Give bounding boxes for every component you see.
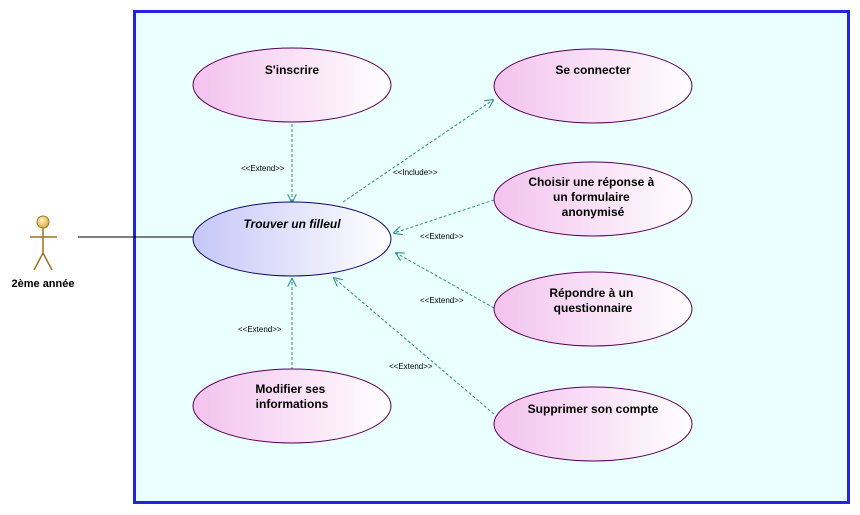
extend-repondre-line xyxy=(396,253,495,309)
usecase-label: Répondre à un xyxy=(549,286,633,300)
usecase-label: questionnaire xyxy=(554,301,633,315)
usecase-supprimer-compte[interactable]: Supprimer son compte xyxy=(493,386,693,462)
actor-label: 2ème année xyxy=(12,278,75,290)
svg-text:Modifier ses information: Modifier ses informations xyxy=(255,382,328,411)
extend-repondre-label: <<Extend>> xyxy=(420,296,464,305)
usecase-connecter[interactable]: Se connecter xyxy=(493,48,693,124)
usecase-label: S'inscrire xyxy=(265,63,320,77)
usecase-label: Modifier ses xyxy=(255,382,325,396)
svg-text:Choisir une réponse à un: Choisir une réponse à un formulaire anon… xyxy=(528,175,657,219)
usecase-label: anonymisé xyxy=(562,205,625,219)
extend-choisir-label: <<Extend>> xyxy=(420,232,464,241)
usecase-label: Se connecter xyxy=(555,63,631,77)
usecase-label: Supprimer son compte xyxy=(528,402,659,416)
svg-text:Trouver un filleul: Trouver un filleul xyxy=(243,217,341,231)
svg-text:S'inscrire: S'inscrire xyxy=(265,63,320,77)
include-connecter-line xyxy=(342,100,493,203)
extend-modifier-label: <<Extend>> xyxy=(238,325,282,334)
usecase-label: informations xyxy=(256,397,329,411)
usecase-modifier-informations[interactable]: Modifier ses informations xyxy=(192,368,392,444)
actor-head-icon xyxy=(36,215,50,229)
include-connecter-label: <<Include>> xyxy=(393,168,438,177)
usecase-label: Choisir une réponse à xyxy=(528,175,654,189)
extend-supprimer-label: <<Extend>> xyxy=(389,362,433,371)
extend-inscrire-label: <<Extend>> xyxy=(241,164,285,173)
usecase-inscrire[interactable]: S'inscrire xyxy=(192,47,392,123)
usecase-choisir-reponse[interactable]: Choisir une réponse à un formulaire anon… xyxy=(493,161,693,237)
svg-text:Supprimer son compte: Supprimer son compte xyxy=(528,402,659,416)
svg-text:Répondre à un questionna: Répondre à un questionnaire xyxy=(549,286,636,315)
usecase-trouver-filleul[interactable]: Trouver un filleul xyxy=(192,201,392,277)
actor-2eme-annee[interactable]: 2ème année xyxy=(12,215,75,290)
usecase-label: un formulaire xyxy=(553,190,630,204)
extend-choisir-line xyxy=(394,199,495,233)
usecase-repondre-questionnaire[interactable]: Répondre à un questionnaire xyxy=(493,271,693,347)
svg-text:Se connecter: Se connecter xyxy=(555,63,631,77)
usecase-label: Trouver un filleul xyxy=(243,217,341,231)
